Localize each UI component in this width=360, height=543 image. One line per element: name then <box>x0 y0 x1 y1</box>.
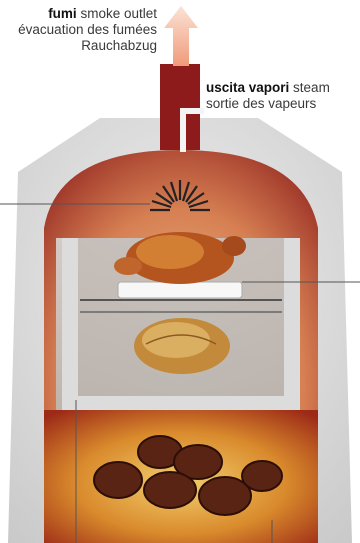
steam-outlet-bold: uscita vapori <box>206 80 289 95</box>
bread-loaf-icon <box>134 318 230 374</box>
up-arrow-icon <box>164 6 198 66</box>
smoke-outlet-label: fumi smoke outlet évacuation des fumées … <box>18 6 157 54</box>
steam-pipe <box>180 108 186 152</box>
steam-outlet-en: steam <box>293 80 330 95</box>
baking-tray <box>118 282 242 298</box>
smoke-outlet-de: Rauchabzug <box>18 38 157 54</box>
smoke-outlet-fr: évacuation des fumées <box>18 22 157 38</box>
steam-outlet-fr: sortie des vapeurs <box>206 96 330 112</box>
smoke-outlet-bold: fumi <box>48 6 77 21</box>
steam-outlet-label: uscita vapori steam sortie des vapeurs <box>206 80 330 112</box>
smoke-outlet-en: smoke outlet <box>80 6 157 21</box>
